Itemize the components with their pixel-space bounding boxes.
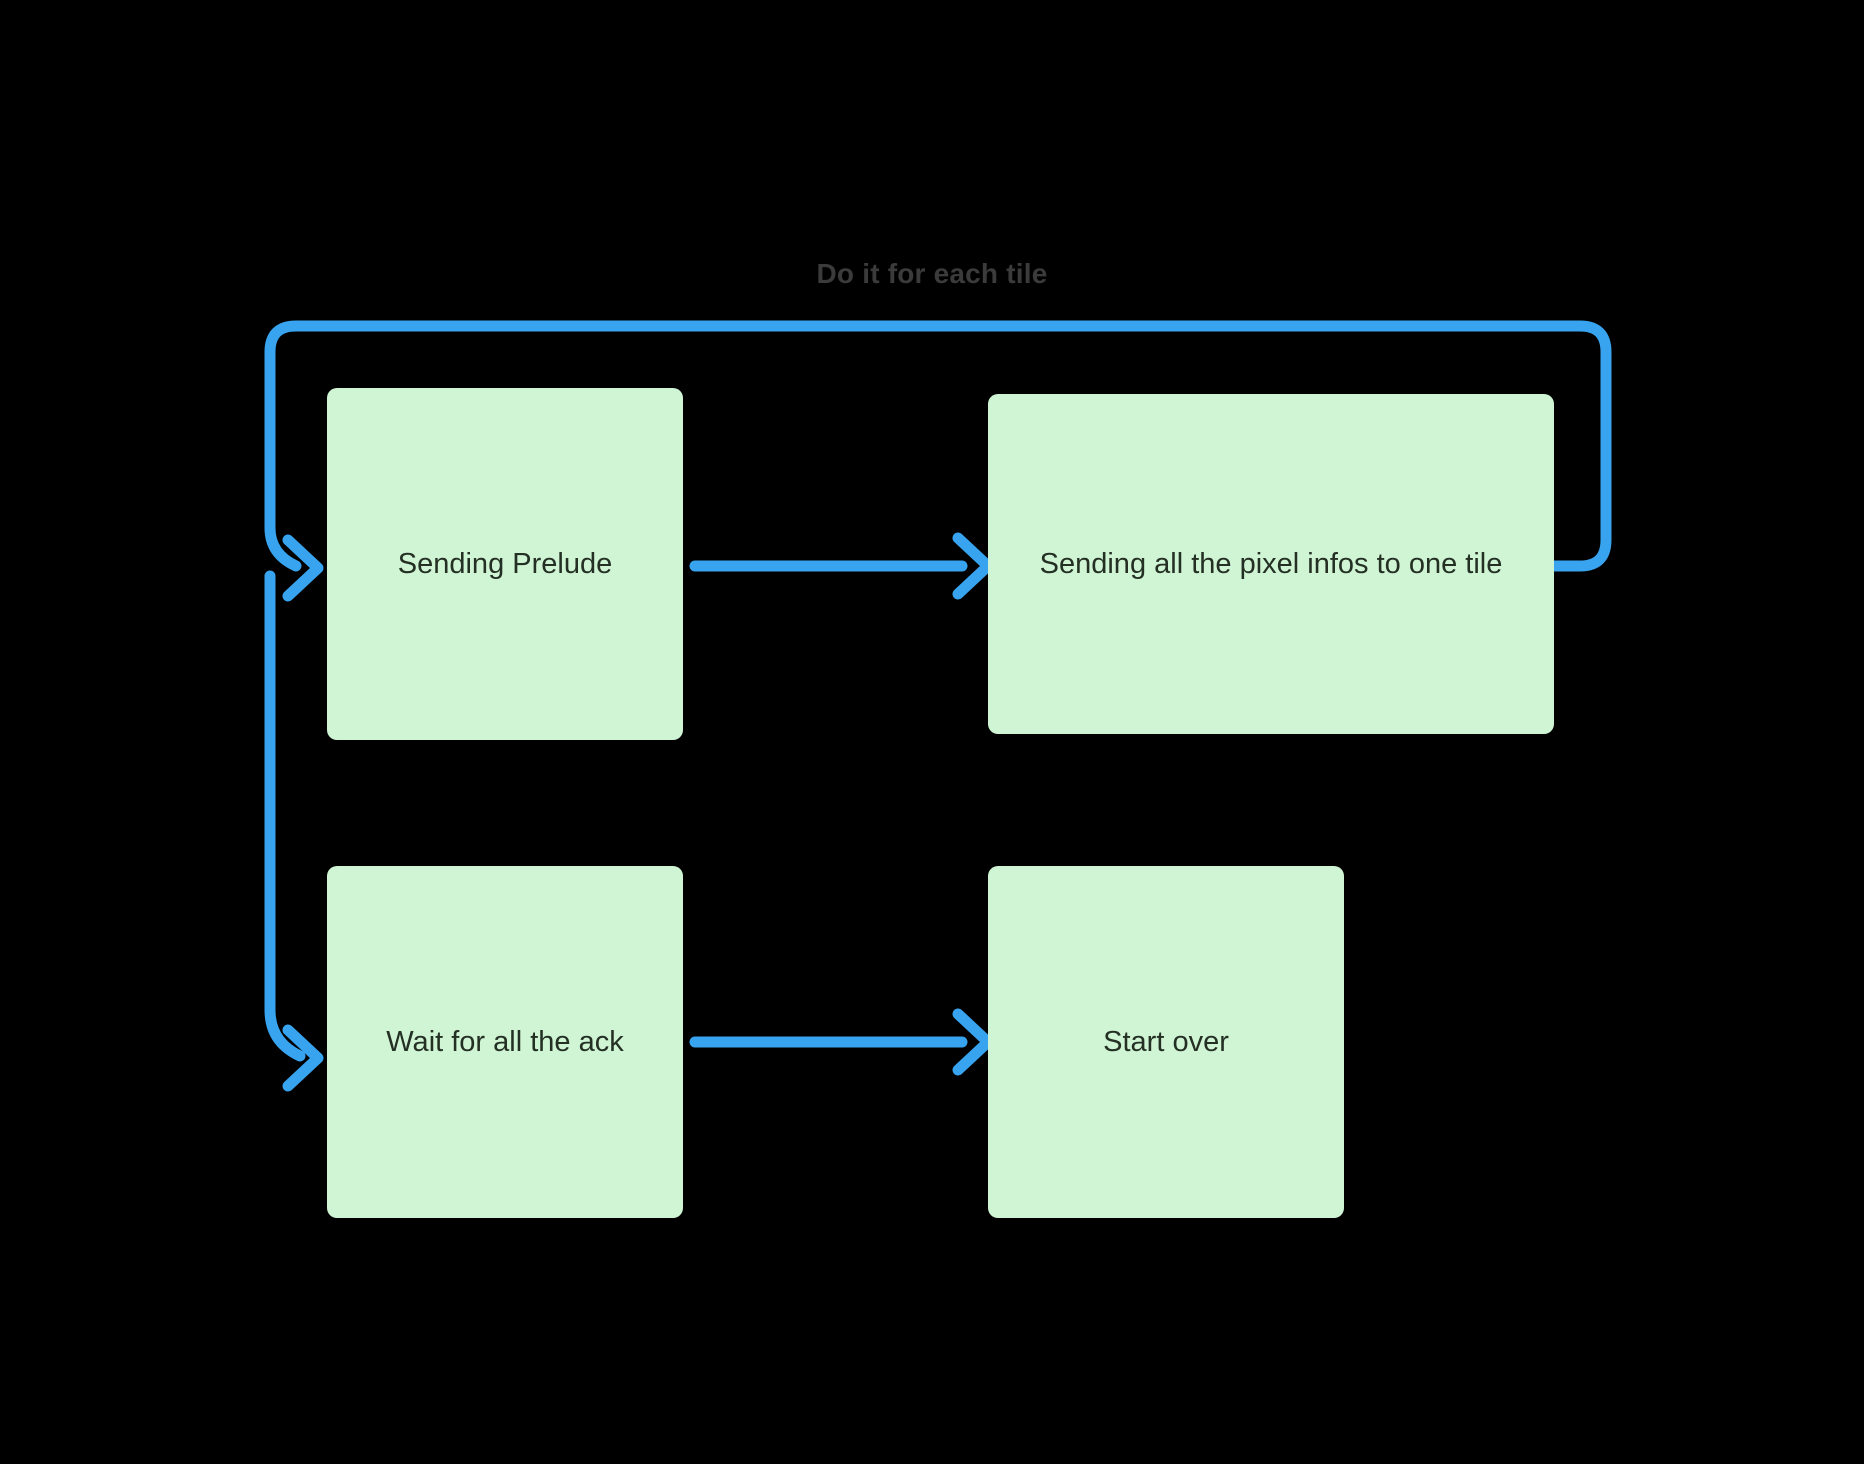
node-sending-prelude-label: Sending Prelude [397, 547, 613, 580]
edge-branch-to-waitack-path [264, 570, 306, 1062]
loop-label: Do it for each tile [816, 258, 1048, 289]
node-wait-for-all-the-ack-label: Wait for all the ack [386, 1025, 624, 1058]
arrowhead-into-startover [952, 1008, 994, 1076]
node-wait-for-all-the-ack[interactable]: Wait for all the ack [327, 866, 683, 1218]
node-start-over[interactable]: Start over [988, 866, 1344, 1218]
arrowhead-into-waitack [282, 1024, 324, 1092]
node-sending-pixel-infos[interactable]: Sending all the pixel infos to one tile [988, 394, 1554, 734]
arrowhead-into-prelude [282, 534, 324, 602]
arrowhead-into-pixelinfo [952, 532, 994, 600]
node-sending-pixel-infos-label: Sending all the pixel infos to one tile [1039, 547, 1503, 580]
node-sending-prelude[interactable]: Sending Prelude [327, 388, 683, 740]
node-start-over-label: Start over [1103, 1025, 1229, 1058]
